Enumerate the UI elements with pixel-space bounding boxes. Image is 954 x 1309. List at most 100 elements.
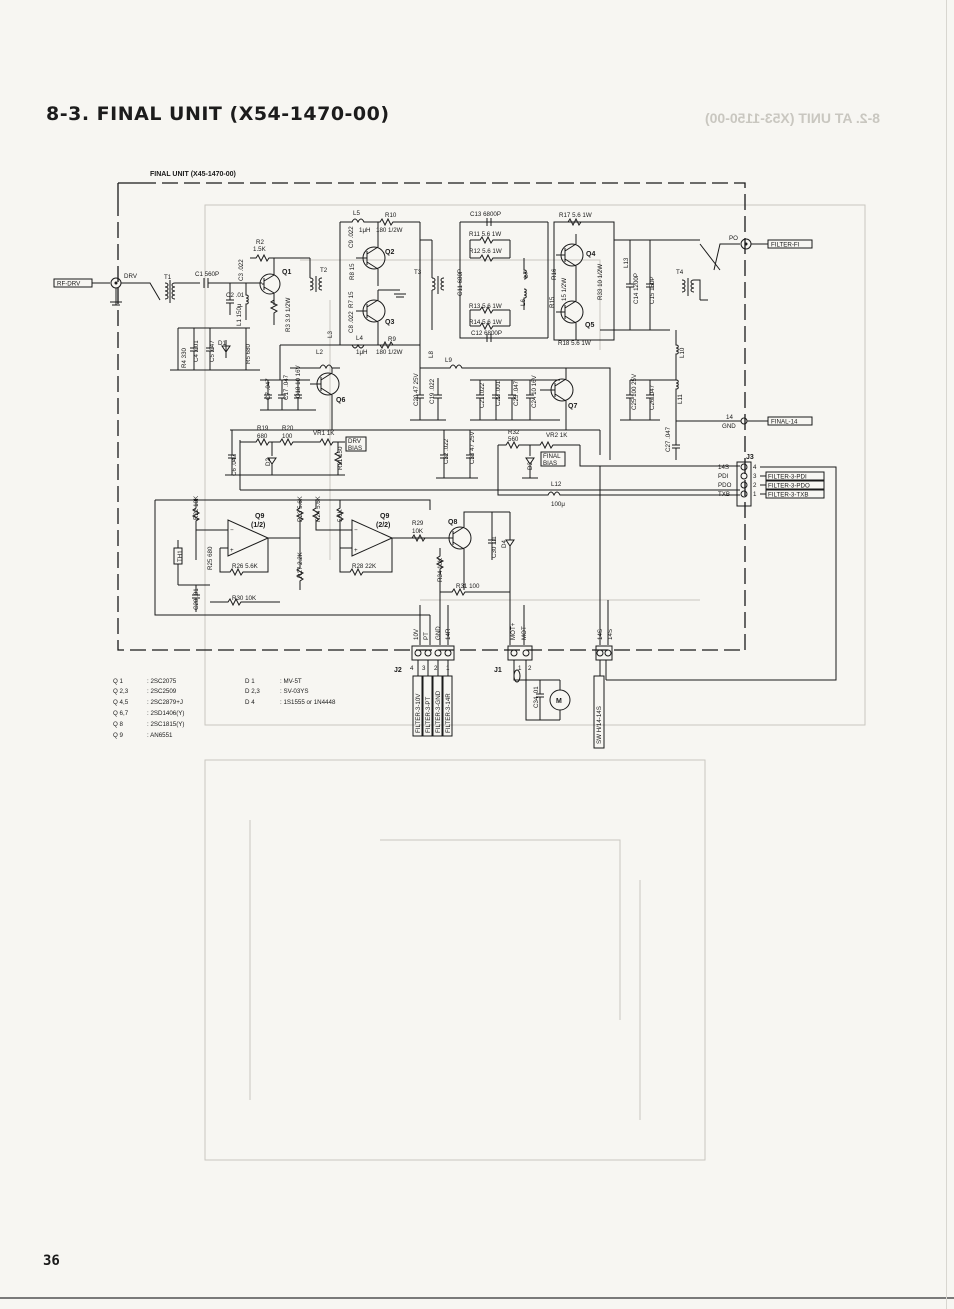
svg-text:(2/2): (2/2) bbox=[376, 522, 390, 529]
q4-label: Q4 bbox=[586, 251, 595, 258]
svg-text:GND: GND bbox=[435, 626, 442, 640]
svg-text:2: 2 bbox=[753, 482, 757, 489]
svg-text:DRV: DRV bbox=[348, 438, 362, 445]
q5-label: Q5 bbox=[585, 322, 594, 329]
svg-text:C3 .022: C3 .022 bbox=[238, 259, 245, 281]
svg-text:C6 .047: C6 .047 bbox=[231, 454, 238, 476]
j2-pin: PT 3 bbox=[422, 632, 432, 672]
svg-text:C13 6800P: C13 6800P bbox=[470, 211, 501, 218]
parts-list: Q 1 : 2SC2075 Q 2,3 : 2SC2509 Q 4,5 : 2S… bbox=[113, 678, 336, 739]
bias-network: R4 330 C4 .001 C5 .047 D1 R5 680 L2 C7 .… bbox=[170, 327, 813, 491]
svg-text:BIAS: BIAS bbox=[348, 445, 362, 452]
svg-text:C15 150P: C15 150P bbox=[649, 276, 656, 304]
svg-text:: SV-03YS: : SV-03YS bbox=[280, 688, 309, 695]
svg-text:D 4: D 4 bbox=[245, 699, 255, 706]
svg-text:L13: L13 bbox=[623, 257, 630, 268]
svg-text:L12: L12 bbox=[551, 481, 562, 488]
svg-text:R31 100: R31 100 bbox=[456, 583, 480, 590]
diode-list-row: D 1 : MV-5T bbox=[245, 678, 302, 685]
q2-label: Q2 bbox=[385, 249, 394, 256]
svg-text:C23 .047: C23 .047 bbox=[513, 380, 520, 406]
svg-text:FILTER-3-PDO: FILTER-3-PDO bbox=[768, 483, 810, 490]
svg-text:: 2SC2075: : 2SC2075 bbox=[147, 678, 177, 685]
svg-text:C20 47 25V: C20 47 25V bbox=[413, 372, 420, 406]
svg-text:2: 2 bbox=[434, 665, 438, 672]
svg-text:: 2SC1815(Y): : 2SC1815(Y) bbox=[147, 721, 185, 728]
svg-text:VR2 1K: VR2 1K bbox=[546, 432, 568, 439]
svg-text:Q 6,7: Q 6,7 bbox=[113, 710, 129, 717]
svg-text:: 2SD1406(Y): : 2SD1406(Y) bbox=[147, 710, 185, 717]
svg-text:GND: GND bbox=[722, 423, 736, 430]
svg-text:1μH: 1μH bbox=[359, 227, 370, 234]
filter-fi-label: FILTER-FI bbox=[771, 242, 800, 249]
svg-text:14R: 14R bbox=[445, 628, 452, 640]
input-stage: T1 C1 560P C3 .022 C2 .01 L1 150μ R2 1.5… bbox=[164, 239, 310, 332]
svg-text:D 2,3: D 2,3 bbox=[245, 688, 260, 695]
svg-text:T3: T3 bbox=[414, 269, 422, 276]
parts-list-row: Q 4,5 : 2SC2879+J bbox=[113, 699, 183, 706]
svg-text:FINAL: FINAL bbox=[543, 453, 561, 460]
svg-text:R28 22K: R28 22K bbox=[352, 563, 377, 570]
svg-text:10K: 10K bbox=[412, 528, 424, 535]
svg-text:3: 3 bbox=[753, 473, 757, 480]
svg-text:PT: PT bbox=[423, 632, 430, 640]
svg-text:T2: T2 bbox=[320, 267, 328, 274]
svg-text:FILTER-3-GND: FILTER-3-GND bbox=[435, 690, 442, 733]
svg-text:L2: L2 bbox=[316, 349, 323, 356]
svg-text:T1: T1 bbox=[164, 274, 172, 281]
svg-text:L5: L5 bbox=[353, 210, 360, 217]
svg-text:R15: R15 bbox=[549, 296, 556, 308]
svg-text:C26 .047: C26 .047 bbox=[649, 384, 656, 410]
bottom-rule bbox=[0, 1297, 954, 1299]
svg-text:R25 680: R25 680 bbox=[207, 546, 214, 570]
svg-text:Q 9: Q 9 bbox=[113, 732, 124, 739]
svg-text:180 1/2W: 180 1/2W bbox=[376, 349, 403, 356]
svg-text:R8 15: R8 15 bbox=[349, 263, 356, 280]
sw-label: SW H/14-14S bbox=[596, 706, 603, 744]
rf-drv-label: RF-DRV bbox=[57, 281, 81, 288]
svg-text:R5 680: R5 680 bbox=[245, 343, 252, 364]
svg-text:2: 2 bbox=[528, 665, 532, 672]
svg-text:+: + bbox=[230, 547, 234, 554]
j2-label: J2 bbox=[394, 667, 402, 674]
parts-list-row: Q 6,7 : 2SD1406(Y) bbox=[113, 710, 185, 717]
svg-text:MOT+: MOT+ bbox=[510, 622, 517, 640]
page-edge bbox=[946, 0, 947, 1309]
svg-text:D4: D4 bbox=[501, 540, 508, 548]
svg-text:L4: L4 bbox=[356, 335, 363, 342]
j1-label: J1 bbox=[494, 667, 502, 674]
j3-connector: J3 14S 4 PDI 3 PDO 2 TXB 1 FILTER-3-PDI … bbox=[606, 454, 837, 681]
svg-text:: MV-5T: : MV-5T bbox=[280, 678, 302, 685]
svg-text:560: 560 bbox=[508, 436, 519, 443]
svg-text:R29: R29 bbox=[412, 520, 424, 527]
svg-text:R32: R32 bbox=[508, 429, 520, 436]
svg-text:Q9: Q9 bbox=[255, 513, 264, 520]
svg-text:100μ: 100μ bbox=[551, 501, 565, 508]
svg-text:D2: D2 bbox=[265, 458, 272, 466]
motor-label: M bbox=[556, 698, 562, 705]
svg-text:10V: 10V bbox=[413, 628, 420, 640]
parts-list-row: Q 1 : 2SC2075 bbox=[113, 678, 177, 685]
svg-text:R14 5.6 1W: R14 5.6 1W bbox=[469, 319, 502, 326]
parts-list-row: Q 2,3 : 2SC2509 bbox=[113, 688, 177, 695]
svg-text:C14 1200P: C14 1200P bbox=[633, 273, 640, 304]
svg-text:R19: R19 bbox=[257, 425, 269, 432]
frame-title: FINAL UNIT (X45-1470-00) bbox=[150, 171, 236, 178]
svg-text:14: 14 bbox=[726, 414, 733, 421]
svg-text:4: 4 bbox=[753, 464, 757, 471]
svg-text:R12 5.6 1W: R12 5.6 1W bbox=[469, 248, 502, 255]
svg-text:R33 10 1/2W: R33 10 1/2W bbox=[597, 264, 604, 300]
svg-text:C9 .022: C9 .022 bbox=[348, 226, 355, 248]
svg-text:C27 .047: C27 .047 bbox=[665, 426, 672, 452]
svg-text:: 2SC2879+J: : 2SC2879+J bbox=[147, 699, 183, 706]
svg-text:FILTER-3-TXB: FILTER-3-TXB bbox=[768, 492, 808, 499]
switch-line: 14S 14S SW H/14-14S bbox=[593, 466, 614, 749]
svg-text:T4: T4 bbox=[676, 269, 684, 276]
q7-label: Q7 bbox=[568, 403, 577, 410]
svg-text:R13 5.6 1W: R13 5.6 1W bbox=[469, 303, 502, 310]
j1-connector: MOT+ 1 MOT- 2 J1 C34 .01 M bbox=[494, 590, 571, 721]
j2-pin: GND 2 bbox=[434, 626, 442, 672]
svg-text:: 1S1555 or 1N4448: : 1S1555 or 1N4448 bbox=[280, 699, 336, 706]
parts-list-row: Q 8 : 2SC1815(Y) bbox=[113, 721, 185, 728]
j2-pin: 10V 4 bbox=[410, 628, 422, 672]
